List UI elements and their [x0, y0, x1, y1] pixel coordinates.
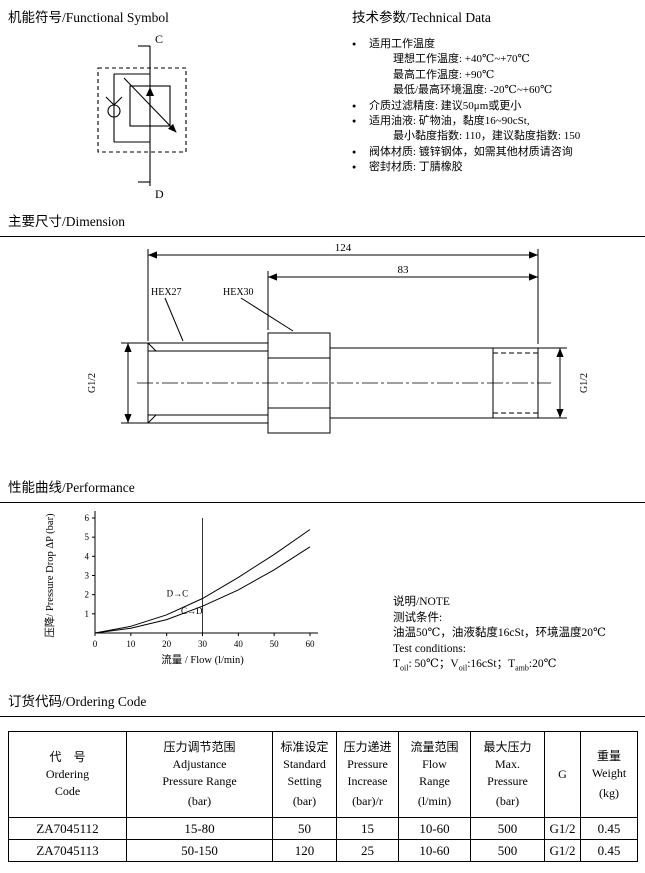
dimension-drawing: 124 83 HEX27 HEX30 G1/2 G1/2	[87, 242, 590, 434]
tech-data-item: ● 适用工作温度	[352, 37, 644, 52]
note-cond-values-cn: 油温50℃，油液黏度16cSt，环境温度20℃	[393, 627, 606, 639]
tech-data-subitem: 理想工作温度: +40℃~+70℃	[393, 53, 530, 66]
flow-arrow-icon	[146, 87, 154, 96]
svg-text:2: 2	[85, 590, 90, 600]
bullet-icon: ●	[352, 101, 357, 110]
svg-text:压降/ Pressure Drop ΔP (bar): 压降/ Pressure Drop ΔP (bar)	[43, 513, 56, 638]
cell-increase: 15	[336, 817, 399, 840]
cell-setting: 50	[272, 817, 337, 840]
hex30-label: HEX30	[223, 287, 254, 298]
ordering-table: 代 号 Ordering Code 压力调节范围 Adjustance Pres…	[8, 731, 638, 862]
bullet-icon: ●	[352, 117, 357, 126]
dimension-section-title: 主要尺寸/Dimension	[0, 210, 645, 237]
col-header-weight: 重量 Weight (kg)	[580, 731, 638, 818]
performance-note: 说明/NOTE 测试条件: 油温50℃，油液黏度16cSt，环境温度20℃ Te…	[393, 595, 643, 676]
performance-chart: 0 10 20 30 40 50 60 1 2 3 4 5 6D→C C→D 流量 / Flow (l/mi…	[43, 511, 318, 666]
port-c-label: C	[155, 32, 163, 46]
svg-text:流量 / Flow (l/min): 流量 / Flow (l/min)	[161, 653, 244, 666]
svg-text:60: 60	[306, 639, 316, 649]
functional-symbol-diagram: C D	[97, 32, 187, 201]
tech-data-subitem: 最小黏度指数: 110，建议黏度指数: 150	[393, 130, 581, 143]
tech-data-item: ● 密封材质: 丁腈橡胶	[352, 160, 644, 175]
tech-data-item: ● 阀体材质: 镀锌钢体，如需其他材质请咨询	[352, 145, 644, 160]
svg-text:D→C: D→C	[167, 589, 189, 599]
technical-data-title: 技术参数/Technical Data	[352, 10, 491, 25]
col-header-pressure-increase: 压力递进 Pressure Increase (bar)/r	[336, 731, 399, 818]
cell-increase: 25	[336, 839, 399, 862]
svg-text:10: 10	[126, 639, 136, 649]
cell-range: 50-150	[126, 839, 273, 862]
svg-text:50: 50	[270, 639, 280, 649]
hex27-label: HEX27	[151, 287, 182, 298]
svg-text:0: 0	[93, 639, 98, 649]
tech-data-item: ● 介质过滤精度: 建议50μm或更小	[352, 99, 644, 114]
note-cond-values-en: Toil: 50℃；Voil:16cSt；Tamb:20℃	[393, 658, 557, 673]
cell-max: 500	[470, 817, 545, 840]
dim-overall-length-label: 124	[335, 242, 352, 254]
svg-text:20: 20	[162, 639, 172, 649]
port-d-label: D	[155, 187, 164, 201]
functional-symbol-title: 机能符号/Functional Symbol	[8, 10, 169, 25]
cell-range: 15-80	[126, 817, 273, 840]
col-header-standard-setting: 标准设定 Standard Setting (bar)	[272, 731, 337, 818]
col-header-pressure-range: 压力调节范围 Adjustance Pressure Range (bar)	[126, 731, 273, 818]
cell-setting: 120	[272, 839, 337, 862]
col-header-thread: G	[544, 731, 581, 818]
note-title: 说明/NOTE	[393, 596, 450, 608]
cell-weight: 0.45	[580, 817, 638, 840]
bullet-icon: ●	[352, 147, 357, 156]
svg-text:5: 5	[85, 532, 90, 542]
table-row: ZA7045112 15-80 50 15 10-60 500 G1/2 0.4…	[8, 817, 638, 840]
bullet-icon: ●	[352, 40, 357, 48]
svg-text:4: 4	[85, 551, 90, 561]
cell-thread: G1/2	[544, 839, 581, 862]
svg-text:1: 1	[85, 609, 90, 619]
performance-section-title: 性能曲线/Performance	[0, 476, 645, 503]
thread-right-label: G1/2	[579, 373, 590, 393]
cell-weight: 0.45	[580, 839, 638, 862]
col-header-flow-range: 流量范围 Flow Range (l/min)	[398, 731, 471, 818]
cell-thread: G1/2	[544, 817, 581, 840]
ordering-section-title: 订货代码/Ordering Code	[0, 690, 645, 717]
note-test-cond-cn: 测试条件:	[393, 611, 443, 624]
cell-code: ZA7045113	[8, 839, 127, 862]
svg-text:C→D: C→D	[181, 606, 203, 616]
tech-data-subitem: 最高工作温度: +90℃	[393, 68, 495, 81]
note-test-cond-en: Test conditions:	[393, 642, 466, 655]
tech-data-subitem: 最低/最高环境温度: -20℃~+60℃	[393, 84, 553, 97]
col-header-ordering-code: 代 号 Ordering Code	[8, 731, 127, 818]
thread-left-label: G1/2	[87, 373, 98, 393]
technical-data-list: ● 适用工作温度 理想工作温度: +40℃~+70℃ 最高工作温度: +90℃ …	[352, 37, 644, 176]
table-header-row: 代 号 Ordering Code 压力调节范围 Adjustance Pres…	[8, 731, 638, 818]
col-header-max-pressure: 最大压力 Max. Pressure (bar)	[470, 731, 545, 818]
svg-text:3: 3	[85, 571, 90, 581]
dim-body-length-label: 83	[398, 264, 410, 276]
cell-flow: 10-60	[398, 839, 471, 862]
svg-text:6: 6	[85, 513, 90, 523]
tech-data-item: ● 适用油液: 矿物油，黏度16~90cSt,	[352, 114, 644, 129]
cell-flow: 10-60	[398, 817, 471, 840]
table-row: ZA7045113 50-150 120 25 10-60 500 G1/2 0…	[8, 839, 638, 862]
svg-text:30: 30	[198, 639, 208, 649]
cell-max: 500	[470, 839, 545, 862]
svg-text:40: 40	[234, 639, 244, 649]
bullet-icon: ●	[352, 163, 357, 172]
cell-code: ZA7045112	[8, 817, 127, 840]
